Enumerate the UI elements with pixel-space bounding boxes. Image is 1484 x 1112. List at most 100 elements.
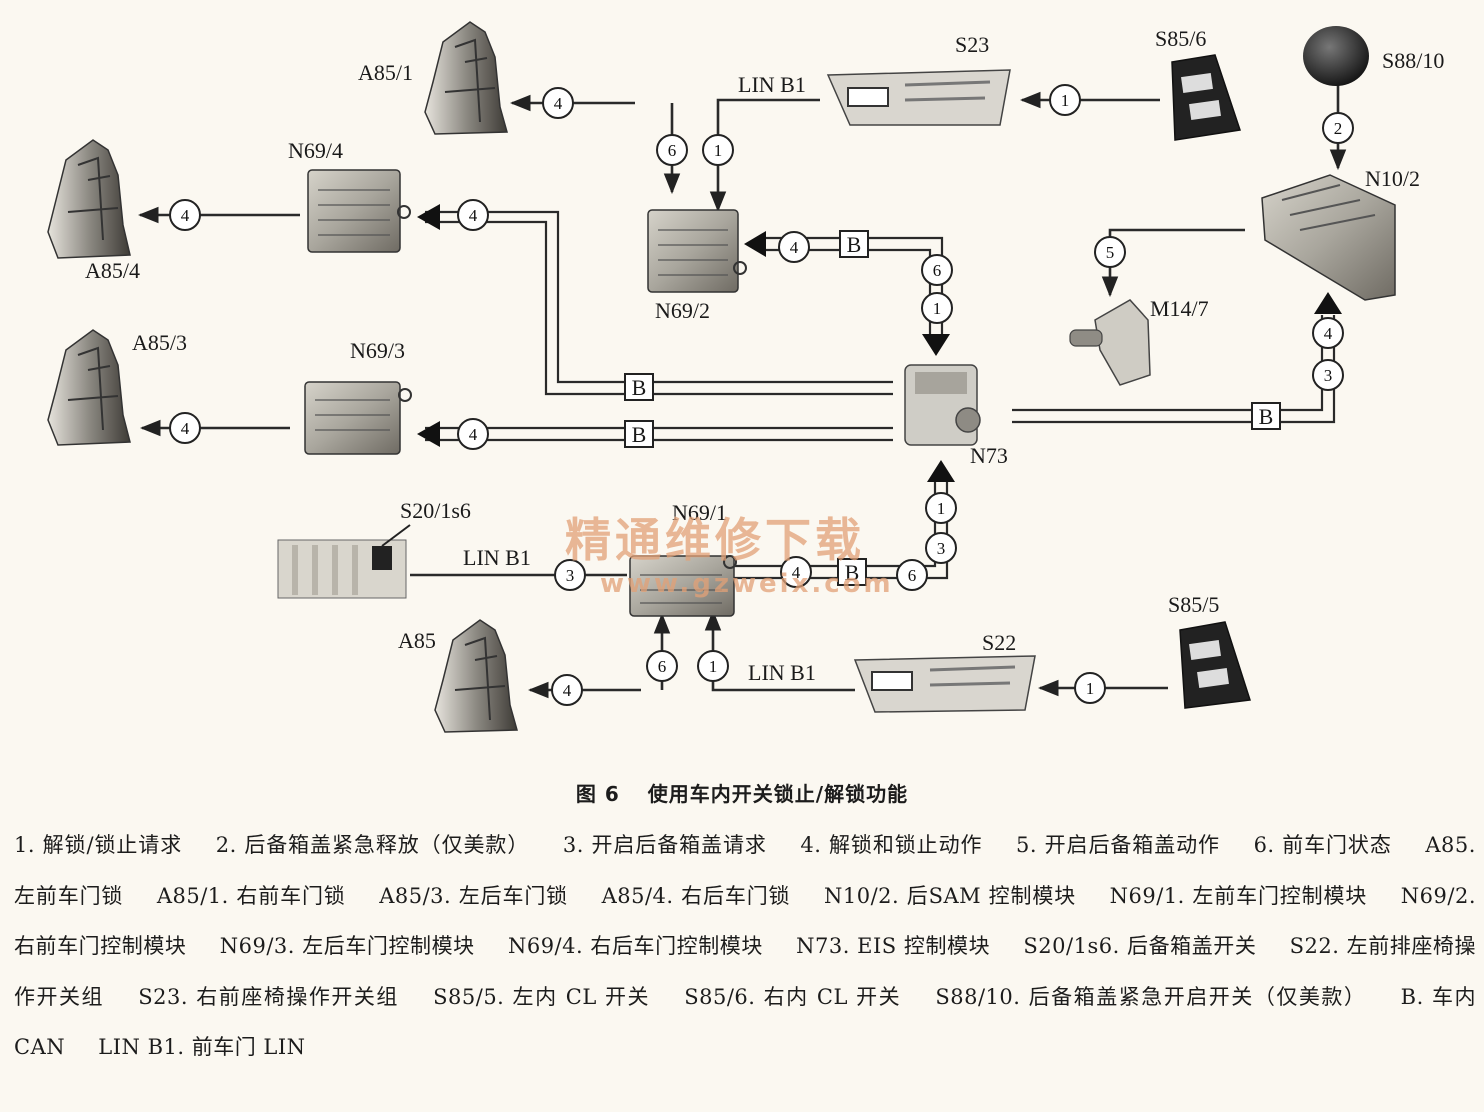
door-lock-a85-4-image (47, 139, 131, 259)
svg-text:1: 1 (709, 657, 718, 676)
legend-item: N69/1. 左前车门控制模块 (1109, 883, 1368, 908)
circle-4: 4 (169, 412, 201, 444)
legend-item: N69/2. 右前车门控制模块 (14, 883, 1477, 959)
legend-item: 3. 开启后备箱盖请求 (562, 833, 767, 857)
legend-item: A85/3. 左后车门锁 (379, 883, 569, 908)
legend-item: 4. 解锁和锁止动作 (800, 833, 983, 857)
circle-3: 3 (925, 532, 957, 564)
emergency-button-s88-10-image (1303, 26, 1369, 86)
legend-item: A85/1. 右前车门锁 (156, 883, 346, 908)
legend-item: B. 车内 CAN (14, 984, 1476, 1060)
svg-text:6: 6 (933, 261, 942, 280)
svg-text:4: 4 (181, 206, 190, 225)
label-n69-2: N69/2 (655, 298, 710, 323)
legend-item: N69/4. 右后车门控制模块 (507, 934, 763, 958)
arrowhead-n69-4 (417, 204, 440, 230)
door-lock-a85-1-image (424, 21, 508, 135)
legend-item: LIN B1. 前车门 LIN (98, 1035, 306, 1059)
door-lock-a85-3-image (47, 329, 131, 446)
lock-function-diagram: B B B B B 4 6 1 1 2 4 4 4 6 1 5 4 3 4 4 (47, 21, 1444, 733)
svg-text:4: 4 (181, 419, 190, 438)
arrowhead-n10-2 (1314, 292, 1342, 314)
circle-4: 4 (551, 674, 583, 706)
legend-item: A85. 左前车门锁 (14, 833, 1476, 908)
legend-item: 2. 后备箱盖紧急释放（仅美款） (215, 833, 530, 857)
circle-6: 6 (646, 650, 678, 682)
module-n69-4-image (307, 169, 411, 253)
label-n69-4: N69/4 (288, 138, 343, 163)
label-s23: S23 (955, 32, 989, 57)
circle-1: 1 (697, 650, 729, 682)
label-a85: A85 (398, 628, 436, 653)
circle-3: 3 (1312, 359, 1344, 391)
arrowhead-n69-2 (744, 231, 766, 257)
svg-text:4: 4 (792, 563, 801, 582)
circle-4: 4 (457, 199, 489, 231)
legend-item: S88/10. 后备箱盖紧急开启开关（仅美款） (935, 984, 1367, 1009)
legend-item: N10/2. 后SAM 控制模块 (823, 883, 1077, 908)
arrowhead-n69-3 (417, 421, 440, 447)
arrowhead-n73-top (922, 334, 950, 356)
circle-2: 2 (1322, 112, 1354, 144)
b-box: B (624, 373, 654, 401)
svg-text:1: 1 (937, 499, 946, 518)
seat-switch-s23-image (826, 69, 1011, 126)
circle-3: 3 (554, 559, 586, 591)
svg-text:1: 1 (1086, 679, 1095, 698)
circle-4: 4 (1312, 317, 1344, 349)
label-n69-1: N69/1 (672, 500, 727, 525)
circle-1: 1 (702, 134, 734, 166)
label-lin-b1-bottom: LIN B1 (748, 660, 816, 685)
label-n73: N73 (970, 443, 1008, 468)
module-n69-1-image (629, 555, 737, 617)
legend-item: S23. 右前座椅操作开关组 (138, 984, 399, 1009)
figure-number: 图 6 (575, 782, 620, 806)
label-a85-1: A85/1 (358, 60, 413, 85)
svg-text:3: 3 (1324, 366, 1333, 385)
eis-module-n73-image (904, 364, 981, 446)
svg-text:6: 6 (668, 141, 677, 160)
watermark: 精通维修下载 www.gzweix.com (565, 513, 894, 599)
b-box: B (839, 230, 869, 258)
circle-6: 6 (896, 559, 928, 591)
svg-text:4: 4 (554, 94, 563, 113)
figure-caption: 图 6 使用车内开关锁止/解锁功能 (0, 778, 1484, 807)
svg-text:B: B (632, 375, 647, 400)
label-s22: S22 (982, 630, 1016, 655)
label-a85-4: A85/4 (85, 258, 140, 283)
circle-4: 4 (780, 556, 812, 588)
svg-text:6: 6 (658, 657, 667, 676)
legend-item: 6. 前车门状态 (1253, 833, 1392, 857)
rear-sam-n10-2-image (1261, 174, 1396, 301)
label-n10-2: N10/2 (1365, 166, 1420, 191)
b-box: B (624, 420, 654, 448)
label-lin-b1-top: LIN B1 (738, 72, 806, 97)
label-s85-5: S85/5 (1168, 592, 1219, 617)
svg-text:www.gzweix.com: www.gzweix.com (600, 569, 894, 599)
label-s20-1s6: S20/1s6 (400, 498, 471, 523)
svg-text:6: 6 (908, 566, 917, 585)
label-s85-6: S85/6 (1155, 26, 1206, 51)
svg-text:2: 2 (1334, 119, 1343, 138)
can-bus-lines (425, 210, 1336, 580)
arrowhead-n73-bottom (927, 460, 955, 482)
circle-6: 6 (921, 254, 953, 286)
label-a85-3: A85/3 (132, 330, 187, 355)
legend-item: A85/4. 右后车门锁 (601, 883, 791, 908)
circle-1: 1 (1074, 672, 1106, 704)
circle-4: 4 (542, 87, 574, 119)
label-m14-7: M14/7 (1150, 296, 1209, 321)
legend-item: S85/5. 左内 CL 开关 (433, 984, 651, 1009)
module-n69-3-image (304, 381, 412, 455)
circle-4: 4 (457, 418, 489, 450)
label-lin-b1-mid: LIN B1 (463, 545, 531, 570)
circle-5: 5 (1094, 236, 1126, 268)
svg-text:3: 3 (937, 539, 946, 558)
b-box: B (837, 558, 867, 586)
svg-text:4: 4 (790, 238, 799, 257)
circle-1: 1 (1049, 84, 1081, 116)
legend-item: N73. EIS 控制模块 (796, 934, 991, 958)
svg-text:4: 4 (563, 681, 572, 700)
module-n69-2-image (647, 209, 747, 293)
cl-switch-s85-6-image (1171, 54, 1241, 141)
